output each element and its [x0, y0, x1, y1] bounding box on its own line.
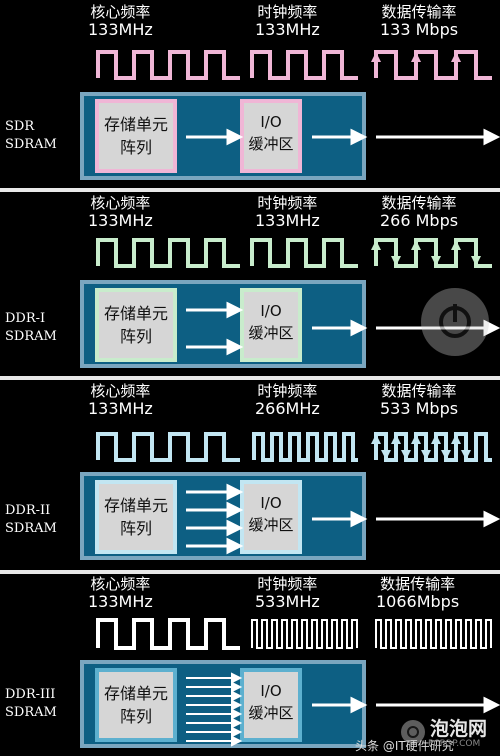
divider	[0, 376, 500, 380]
watermark-logo	[401, 720, 425, 744]
fall-arrow	[431, 256, 441, 266]
divider	[0, 570, 500, 574]
rise-arrow	[451, 240, 461, 250]
rise-arrow	[451, 52, 461, 62]
ddr3-waveforms	[96, 618, 500, 747]
rise-arrow	[371, 434, 381, 444]
data-rate-wave	[374, 432, 492, 462]
ddr1-waveforms	[96, 238, 500, 356]
memory-array-box: 存储单元阵列	[95, 480, 177, 554]
fall-arrow	[401, 450, 411, 460]
watermark-brand: 泡泡网	[430, 718, 488, 740]
fall-arrow	[421, 450, 431, 460]
fall-arrow	[381, 450, 391, 460]
core-clock-wave	[96, 618, 240, 650]
data-rate-wave	[375, 619, 492, 649]
rise-arrow	[411, 434, 421, 444]
core-clock-wave	[96, 50, 240, 80]
io-clock-wave	[252, 432, 358, 462]
fall-arrow	[461, 450, 471, 460]
rise-arrow	[451, 434, 461, 444]
io-clock-wave	[250, 238, 358, 268]
memory-array-box: 存储单元阵列	[95, 668, 177, 742]
rise-arrow	[411, 240, 421, 250]
memory-array-box: 存储单元阵列	[95, 99, 177, 173]
watermark-site: PCPOP.COM	[428, 739, 481, 749]
fall-arrow	[471, 256, 481, 266]
fall-arrow	[441, 450, 451, 460]
memory-array-box: 存储单元阵列	[95, 288, 177, 362]
rise-arrow	[391, 434, 401, 444]
rise-arrow	[371, 52, 381, 62]
watermark-source: 头条 @IT硬件研究	[355, 739, 454, 753]
io-clock-wave	[250, 50, 358, 80]
rise-arrow	[411, 52, 421, 62]
core-clock-wave	[96, 238, 240, 268]
core-clock-wave	[96, 432, 240, 462]
watermark-logo	[421, 288, 489, 356]
ddr2-waveforms	[96, 432, 500, 555]
data-rate-wave	[374, 50, 492, 80]
rise-arrow	[371, 240, 381, 250]
divider	[0, 188, 500, 192]
fall-arrow	[391, 256, 401, 266]
sdr-waveforms	[96, 50, 500, 146]
io-clock-wave	[251, 619, 358, 649]
rise-arrow	[431, 434, 441, 444]
data-rate-wave	[374, 238, 492, 268]
